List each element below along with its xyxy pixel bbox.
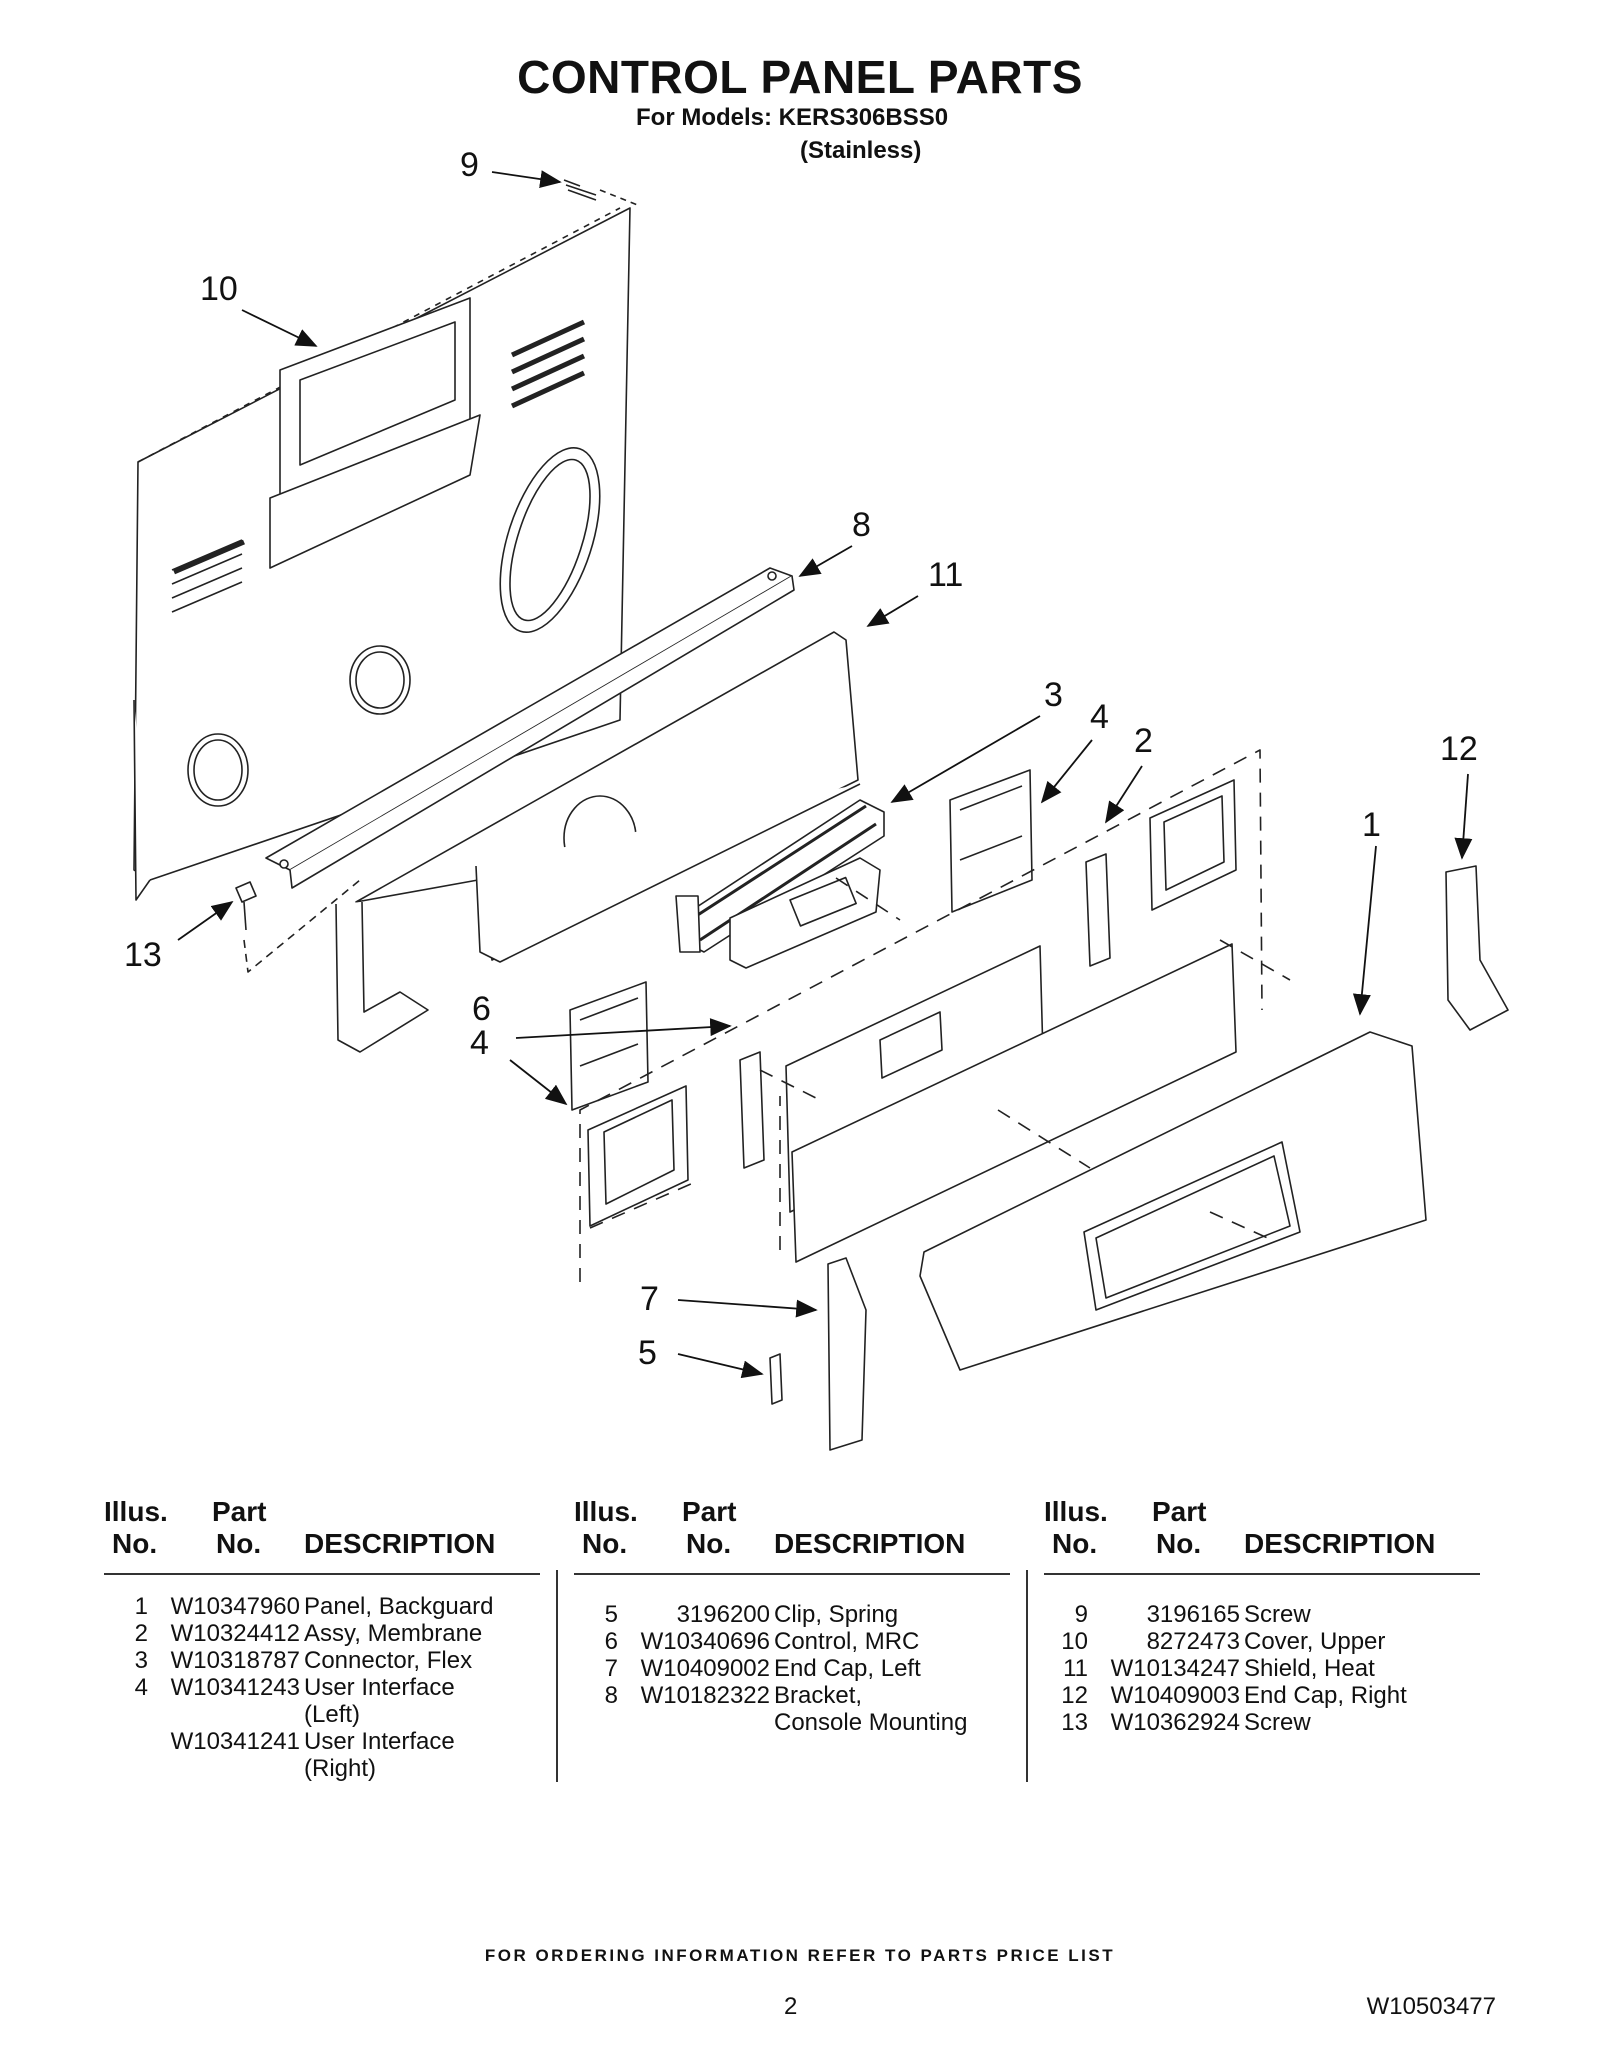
upper-cover-part	[133, 207, 631, 901]
column-header: Illus. No. Part No. DESCRIPTION	[574, 1497, 1010, 1575]
callout-11: 11	[928, 556, 963, 594]
table-row: (Left)	[304, 1701, 361, 1728]
page-title: CONTROL PANEL PARTS	[517, 51, 1083, 103]
callout-2: 2	[1134, 722, 1153, 760]
callout-4-right: 4	[1090, 698, 1109, 736]
bracket-frame-right	[1149, 779, 1237, 911]
callout-6: 6	[472, 990, 491, 1028]
column-header: Illus. No. Part No. DESCRIPTION	[1044, 1497, 1480, 1575]
end-cap-left-part	[827, 1257, 867, 1451]
bracket-frame-left	[587, 1085, 689, 1227]
callout-7: 7	[640, 1280, 659, 1318]
mount-post-left	[739, 1051, 765, 1169]
callout-labels: 1 2 3 4 4 5 6 7 8 9 10 11 12 13	[124, 146, 1478, 1372]
finish-line: (Stainless)	[800, 137, 922, 164]
table-row: (Right)	[304, 1755, 377, 1782]
callout-12: 12	[1440, 730, 1478, 768]
callout-1: 1	[1362, 806, 1381, 844]
exploded-parts-diagram: 1 2 3 4 4 5 6 7 8 9 10 11 12 13	[124, 146, 1509, 1451]
models-line: For Models: KERS306BSS0	[636, 104, 949, 131]
screw-part-13	[235, 879, 361, 973]
callout-10: 10	[200, 270, 238, 308]
table-row: Console Mounting	[774, 1709, 968, 1736]
column-header: Illus. No. Part No. DESCRIPTION	[104, 1497, 540, 1575]
screw-part-9	[563, 179, 641, 207]
mount-post-right	[1085, 853, 1111, 967]
column-divider	[556, 1570, 558, 1782]
control-mrc-part	[729, 857, 881, 969]
callout-3: 3	[1044, 676, 1063, 714]
spring-clip-part	[769, 1353, 783, 1405]
ordering-note: FOR ORDERING INFORMATION REFER TO PARTS …	[484, 1946, 1116, 1965]
document-number: W10503477	[1366, 1993, 1496, 2020]
heat-shield-part	[335, 631, 861, 1053]
callout-9: 9	[460, 146, 479, 184]
callout-13: 13	[124, 936, 162, 974]
membrane-assy-part	[785, 943, 1237, 1263]
callout-8: 8	[852, 506, 871, 544]
page-number: 2	[784, 1993, 798, 2020]
user-interface-right-part	[949, 769, 1033, 913]
column-divider	[1026, 1570, 1028, 1782]
backguard-panel-part	[919, 1031, 1427, 1371]
callout-4-left: 4	[470, 1024, 489, 1062]
end-cap-right-part	[1445, 865, 1509, 1031]
console-bracket-part	[265, 567, 795, 889]
assembly-guides	[579, 749, 1291, 1282]
user-interface-left-part	[569, 981, 649, 1111]
callout-5: 5	[638, 1334, 657, 1372]
